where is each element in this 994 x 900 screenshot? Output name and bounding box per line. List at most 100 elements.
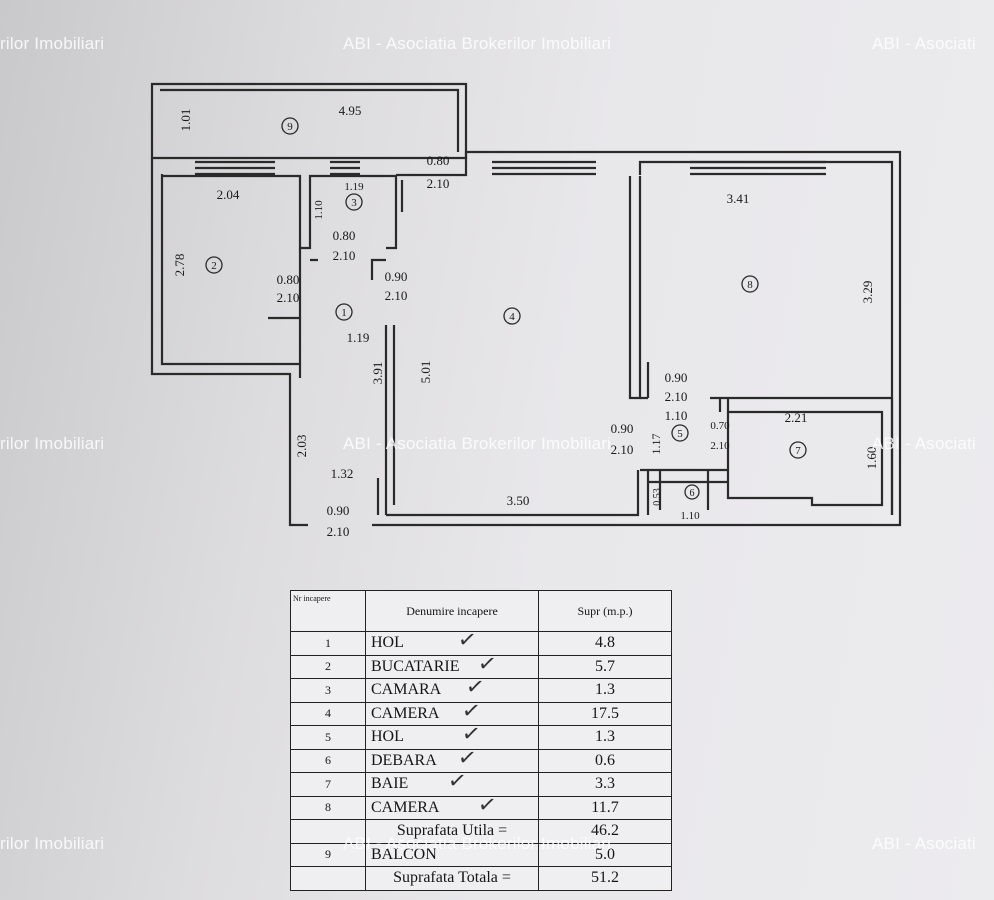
row-area: 4.8	[538, 631, 672, 656]
dim-label: 2.10	[385, 288, 408, 303]
dim-label: 1.19	[347, 330, 370, 345]
dim-label: 2.04	[217, 187, 240, 202]
room-number-9: 9	[287, 121, 293, 133]
dim-label: 0.80	[333, 228, 356, 243]
row-name: CAMARA	[371, 681, 442, 699]
room-number-4: 4	[509, 311, 515, 323]
room-7-marker	[789, 441, 807, 459]
room-number-3: 3	[351, 197, 357, 209]
dim-label: 1.60	[864, 447, 879, 470]
watermark-text: ABI - Asociati	[872, 434, 976, 453]
row-nr: 9	[290, 842, 366, 867]
room-9-marker	[281, 117, 299, 135]
dim-label: 3.50	[507, 493, 530, 508]
dim-label: 1.10	[680, 510, 700, 522]
row-nr: 5	[290, 725, 366, 750]
row-name: HOL	[371, 634, 404, 652]
row-name: DEBARA	[371, 751, 437, 769]
dim-label: 0.80	[427, 153, 450, 168]
dim-label: 2.10	[665, 389, 688, 404]
room-3-marker	[345, 193, 363, 211]
dim-label: 5.01	[418, 361, 433, 384]
table-row-balcon: 9 BALCON 5.0	[290, 842, 672, 867]
dim-label: 0.53	[652, 488, 663, 506]
dim-label: 2.03	[294, 435, 309, 458]
watermark-text: ABI - Asociati	[872, 34, 976, 53]
table-row: 8 CAMERA✓ 11.7	[290, 791, 672, 820]
row-nr: 7	[290, 772, 366, 797]
header-area: Supr (m.p.)	[538, 590, 672, 632]
table-header-row: Nr incapere Denumire incapere Supr (m.p.…	[290, 590, 672, 632]
row-area: 1.3	[538, 725, 672, 750]
dim-label: 3.41	[727, 191, 750, 206]
dim-label: 2.10	[333, 248, 356, 263]
check-mark-icon: ✓	[464, 673, 487, 702]
dim-label: 1.10	[665, 408, 688, 423]
room-8-marker	[741, 275, 759, 293]
watermark-text: rilor Imobiliari	[0, 834, 105, 853]
dim-label: 1.01	[178, 109, 193, 132]
room-5-marker	[671, 424, 689, 442]
dim-label: 0.80	[277, 272, 300, 287]
check-mark-icon: ✓	[460, 720, 483, 749]
room-number-7: 7	[795, 445, 801, 457]
dim-label: 0.90	[611, 421, 634, 436]
check-mark-icon: ✓	[476, 791, 499, 819]
row-nr: 8	[290, 795, 366, 820]
dim-label: 2.10	[710, 440, 730, 452]
dim-label: 2.10	[277, 290, 300, 305]
check-mark-icon: ✓	[456, 744, 479, 772]
dim-label: 0.90	[327, 503, 350, 518]
table-row: 6 DEBARA ✓ 0.6	[290, 744, 672, 773]
dim-label: 1.17	[649, 434, 663, 455]
table-row: 2 BUCATARIE✓ 5.7	[290, 650, 672, 679]
dim-label: 1.32	[331, 466, 354, 481]
table-row-total: Suprafata Totala = 51.2	[290, 866, 672, 891]
check-mark-icon: ✓	[476, 650, 499, 678]
room-4-marker	[503, 307, 521, 325]
balcony-outline	[150, 82, 468, 160]
dim-label: 0.90	[665, 370, 688, 385]
dim-label: 3.29	[860, 281, 875, 304]
room-number-6: 6	[690, 488, 695, 499]
dim-label: 2.10	[427, 176, 450, 191]
watermark-text: ABI - Asociati	[872, 834, 976, 853]
watermark-text: rilor Imobiliari	[0, 34, 105, 53]
dim-label: 0.70	[710, 420, 730, 432]
watermark-text: ABI - Asociatia Brokerilor Imobiliari	[343, 834, 612, 853]
room-number-5: 5	[677, 428, 683, 440]
dim-label: 2.21	[785, 410, 808, 425]
dim-label: 4.95	[339, 103, 362, 118]
row-area: 5.7	[538, 654, 672, 679]
row-nr: 6	[290, 748, 366, 773]
row-name: HOL	[371, 728, 404, 746]
row-area: 1.3	[538, 678, 672, 703]
total-label: Suprafata Totala =	[365, 866, 539, 891]
outer-wall-right	[372, 150, 902, 527]
dim-label: 1.10	[313, 200, 325, 220]
header-nr: Nr incapere	[290, 590, 366, 632]
total-value: 51.2	[538, 866, 672, 891]
dim-label: 2.10	[611, 442, 634, 457]
room-areas-table: Nr incapere Denumire incapere Supr (m.p.…	[290, 590, 672, 891]
row-name: BALCON	[365, 842, 539, 867]
check-mark-icon: ✓	[446, 767, 469, 796]
table-row: 1 HOL✓ 4.8	[290, 627, 672, 656]
row-nr: 3	[290, 678, 366, 703]
room-6-marker	[684, 484, 700, 500]
dim-label: 2.78	[172, 254, 187, 277]
room-number-8: 8	[747, 279, 753, 291]
table-row: 4 CAMERA✓ 17.5	[290, 697, 672, 726]
table-row: 5 HOL ✓ 1.3	[290, 721, 672, 750]
row-area: 17.5	[538, 701, 672, 726]
util-value: 46.2	[538, 819, 672, 844]
watermark-text: ABI - Asociatia Brokerilor Imobiliari	[343, 34, 612, 53]
room-2-marker	[205, 256, 223, 274]
dim-label: 0.90	[385, 269, 408, 284]
header-name: Denumire incapere	[365, 590, 539, 632]
row-name: BAIE	[371, 775, 409, 793]
row-area: 0.6	[538, 748, 672, 773]
room-1-marker	[335, 303, 353, 321]
row-nr: 1	[290, 631, 366, 656]
watermark-text: rilor Imobiliari	[0, 434, 105, 453]
